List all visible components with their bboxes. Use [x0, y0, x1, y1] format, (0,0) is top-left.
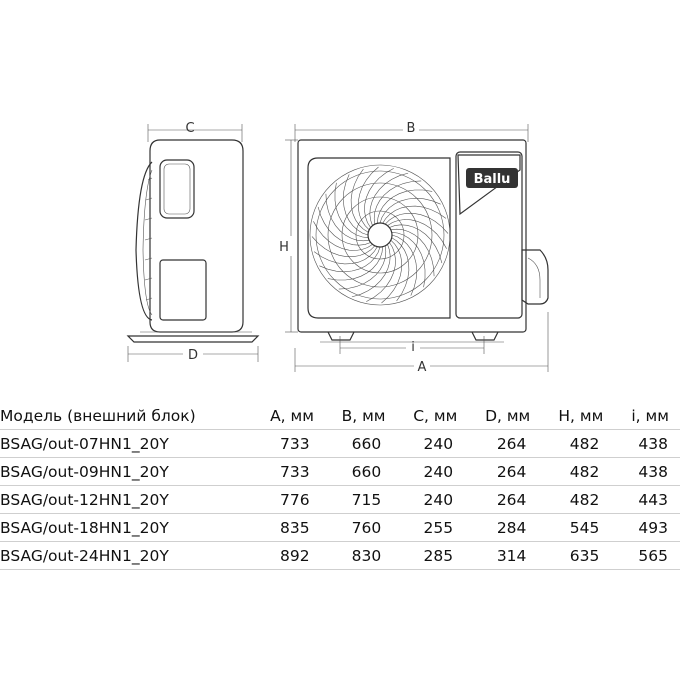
fan-grille	[311, 166, 449, 304]
cell-h: 482	[548, 457, 622, 486]
cell-i: 438	[621, 429, 680, 458]
cell-c: 240	[403, 457, 476, 486]
cell-i: 565	[621, 541, 680, 570]
header-a: A, мм	[260, 402, 332, 430]
cell-b: 660	[331, 429, 404, 458]
fan-spoke	[313, 246, 378, 265]
cell-a: 892	[260, 541, 332, 570]
ballu-logo	[466, 168, 518, 188]
cell-d: 264	[475, 485, 549, 514]
side-view: C D	[126, 121, 260, 363]
cell-a: 776	[260, 485, 332, 514]
fan-ring	[355, 210, 405, 260]
fan-spoke	[384, 213, 449, 234]
dimensions-table: Модель (внешний блок) A, мм B, мм C, мм …	[0, 402, 680, 570]
fan-spoke	[334, 182, 369, 238]
header-model: Модель (внешний блок)	[0, 402, 261, 430]
fan-spoke	[338, 245, 387, 290]
fan-spoke	[391, 232, 426, 288]
cell-c: 240	[403, 429, 476, 458]
fan-ring	[327, 182, 433, 288]
fan-spoke	[366, 242, 396, 302]
cell-i: 438	[621, 457, 680, 486]
fan-spoke	[350, 168, 369, 233]
fan-spoke	[319, 246, 381, 273]
cell-b: 715	[331, 485, 404, 514]
fan-spoke	[351, 244, 391, 298]
fan-spoke	[391, 237, 410, 302]
cell-d: 314	[475, 541, 549, 570]
cell-i: 443	[621, 485, 680, 514]
dim-label-b: B	[407, 121, 416, 136]
cell-b: 660	[331, 457, 404, 486]
cell-h: 482	[548, 485, 622, 514]
fan-spoke	[313, 221, 373, 251]
dim-label-i: i	[411, 340, 415, 355]
fan-spoke	[325, 193, 370, 242]
cell-model: BSAG/out-12HN1_20Y	[0, 485, 261, 514]
header-d: D, мм	[475, 402, 549, 430]
fan-spoke	[342, 174, 369, 236]
cell-a: 835	[260, 513, 332, 542]
fan-spoke	[382, 205, 447, 224]
logo-text: Ballu	[474, 172, 511, 187]
cell-model: BSAG/out-24HN1_20Y	[0, 541, 261, 570]
fan-spoke	[358, 166, 379, 231]
cell-d: 264	[475, 429, 549, 458]
table-row: BSAG/out-09HN1_20Y 733 660 240 264 482 4…	[0, 457, 680, 486]
cell-c: 255	[403, 513, 476, 542]
header-h: H, мм	[548, 402, 622, 430]
dim-label-c: C	[185, 121, 194, 136]
table-row: BSAG/out-24HN1_20Y 892 830 285 314 635 5…	[0, 541, 680, 570]
fan-spoke	[390, 228, 435, 277]
fan-spoke	[327, 246, 383, 281]
cell-b: 830	[331, 541, 404, 570]
dim-label-d: D	[188, 348, 198, 363]
cell-model: BSAG/out-09HN1_20Y	[0, 457, 261, 486]
table-row: BSAG/out-07HN1_20Y 733 660 240 264 482 4…	[0, 429, 680, 458]
fan-spoke	[317, 206, 371, 246]
front-view: B H Ballu i	[279, 121, 549, 375]
fan-spoke	[369, 172, 409, 226]
outdoor-unit-drawing: C D B H	[126, 121, 549, 375]
table-row: BSAG/out-12HN1_20Y 776 715 240 264 482 4…	[0, 485, 680, 514]
cell-b: 760	[331, 513, 404, 542]
fan-spoke	[391, 234, 418, 296]
fan-spoke	[364, 168, 394, 228]
fan-spoke	[377, 189, 433, 224]
cell-c: 240	[403, 485, 476, 514]
table-row: BSAG/out-18HN1_20Y 835 760 255 284 545 4…	[0, 513, 680, 542]
fan-ring	[341, 196, 419, 274]
dim-label-a: A	[418, 360, 427, 375]
cell-model: BSAG/out-07HN1_20Y	[0, 429, 261, 458]
dim-label-h: H	[279, 240, 289, 255]
table-header-row: Модель (внешний блок) A, мм B, мм C, мм …	[0, 402, 680, 430]
cell-c: 285	[403, 541, 476, 570]
header-b: B, мм	[331, 402, 404, 430]
fan-spoke	[381, 239, 402, 304]
cell-i: 493	[621, 513, 680, 542]
fan-spoke	[379, 197, 441, 224]
cell-h: 482	[548, 429, 622, 458]
fan-spoke	[389, 224, 443, 264]
header-i: i, мм	[621, 402, 680, 430]
header-c: C, мм	[403, 402, 476, 430]
cell-a: 733	[260, 429, 332, 458]
fan-spoke	[387, 219, 447, 249]
cell-a: 733	[260, 457, 332, 486]
cell-h: 635	[548, 541, 622, 570]
fan-spoke	[311, 236, 376, 257]
cell-d: 284	[475, 513, 549, 542]
fan-spoke	[373, 180, 422, 225]
cell-h: 545	[548, 513, 622, 542]
cell-d: 264	[475, 457, 549, 486]
cell-model: BSAG/out-18HN1_20Y	[0, 513, 261, 542]
